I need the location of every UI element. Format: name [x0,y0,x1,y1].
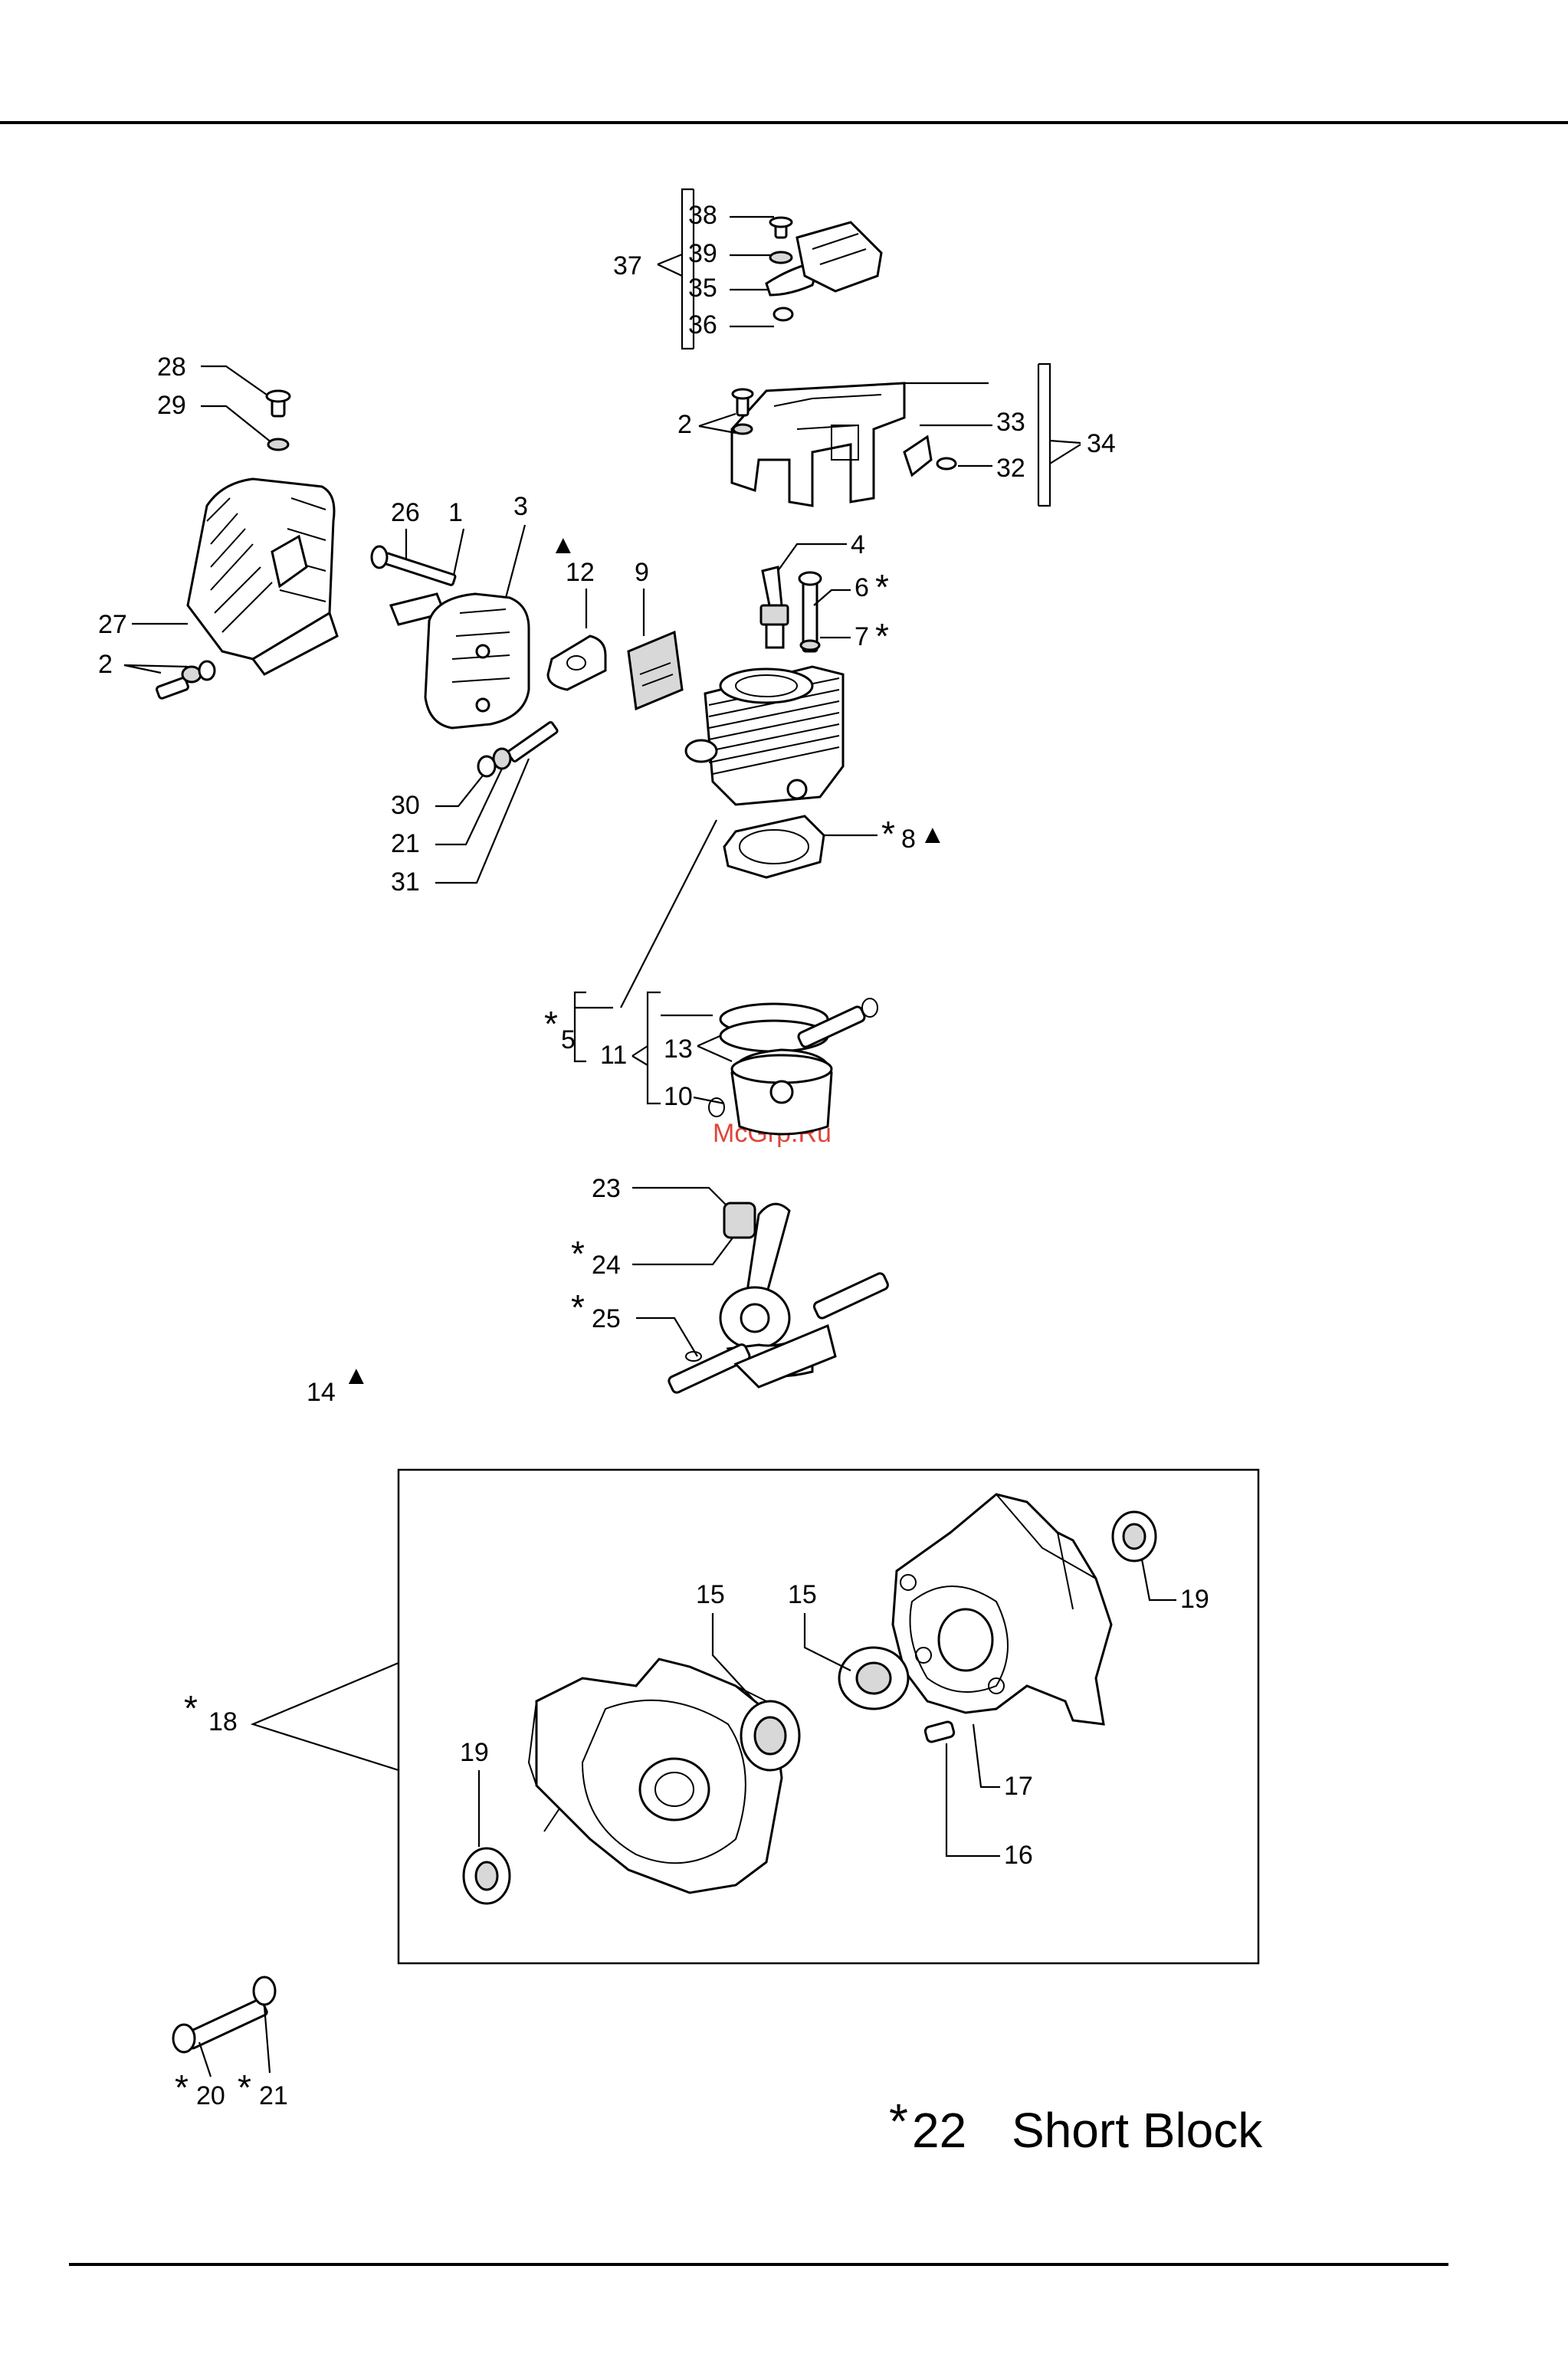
gasket-12 [548,636,605,690]
washer-39 [770,252,792,263]
dowel-pin-16 [924,1721,955,1743]
label-12: 12 [566,558,595,587]
label-2-left: 2 [98,650,113,679]
star-5: * [544,1004,558,1044]
label-28: 28 [157,353,186,382]
title-star: * [889,2094,908,2149]
label-11: 11 [600,1041,627,1070]
spark-plug-group: 4 6 * 7 * [761,530,889,656]
bolt-31 [507,721,559,762]
star-21: * [238,2068,251,2107]
label-9: 9 [635,558,649,587]
star-24: * [571,1234,585,1274]
label-21-upper: 21 [391,829,420,858]
label-7: 7 [855,622,869,651]
bolt-washer-group: * 20 * 21 [173,1977,288,2110]
plate-9 [628,632,682,709]
label-1: 1 [448,498,463,527]
label-2-upper: 2 [677,410,692,439]
muffler-group: 26 1 3 ▲ 30 21 31 [372,492,576,897]
short-block-title: * 22 Short Block [889,2094,1263,2158]
label-19-right: 19 [1180,1585,1209,1614]
label-4: 4 [851,530,865,559]
muffler-cover-group: 28 29 27 2 [98,353,337,699]
crank-shaft-right [812,1272,889,1320]
washer-29 [268,439,288,450]
label-15-left: 15 [696,1580,725,1609]
label-21-lower: 21 [259,2081,288,2110]
washer-30 [478,756,495,776]
washer-21-lower [254,1977,275,2005]
label-25: 25 [592,1304,621,1333]
label-33: 33 [996,408,1025,437]
label-38: 38 [688,201,717,230]
label-5: 5 [561,1025,576,1054]
label-10: 10 [664,1082,693,1111]
star-8: * [881,814,895,854]
label-39: 39 [688,239,717,268]
star-18: * [184,1688,198,1728]
bolt-26 [383,553,456,585]
screw-32 [937,458,956,469]
label-17: 17 [1004,1772,1033,1801]
label-13: 13 [664,1035,693,1064]
clip-33 [904,437,931,475]
star-7: * [875,616,889,656]
bearing-23 [724,1203,755,1238]
mount-bracket [732,383,904,506]
triangle-8: ▲ [920,820,946,849]
title-text: Short Block [1012,2103,1263,2158]
label-18: 18 [208,1707,238,1736]
handle-clamp-group: 37 38 39 35 36 [613,189,881,349]
label-36: 36 [688,310,717,339]
label-35: 35 [688,274,717,303]
label-34: 34 [1087,429,1116,458]
triangle-14: ▲ [343,1361,369,1390]
bolt-20 [185,1999,268,2049]
label-29: 29 [157,391,186,420]
star-6: * [875,567,889,607]
title-number: 22 [912,2103,966,2158]
label-37: 37 [613,251,642,280]
label-15-right: 15 [788,1580,817,1609]
spark-plug-4 [763,567,782,609]
label-26: 26 [391,498,420,527]
washer-7 [801,641,819,650]
crankshaft-group: 23 * 24 * 25 14 ▲ [307,1174,889,1407]
label-24: 24 [592,1251,621,1280]
crankcase-box: * 18 15 19 15 19 [184,1470,1258,1963]
label-27: 27 [98,610,127,639]
label-31: 31 [391,867,420,897]
label-3: 3 [513,492,528,521]
label-23: 23 [592,1174,621,1203]
star-25: * [571,1287,585,1327]
crank-shaft-left [668,1343,751,1394]
label-30: 30 [391,791,420,820]
label-6: 6 [855,573,869,602]
label-20: 20 [196,2081,225,2110]
label-32: 32 [996,454,1025,483]
ring-36 [774,308,792,320]
star-20: * [175,2068,189,2107]
triangle-3: ▲ [550,530,576,559]
label-8: 8 [901,825,916,854]
label-19-left: 19 [460,1738,489,1767]
label-14: 14 [307,1378,336,1407]
mount-bracket-group: 2 33 32 34 [677,364,1116,506]
gasket-group: 12 9 [548,558,682,709]
label-16: 16 [1004,1841,1033,1870]
cylinder-group: * 8 ▲ [621,667,946,1008]
piston-group: * 5 11 13 10 [544,992,877,1134]
